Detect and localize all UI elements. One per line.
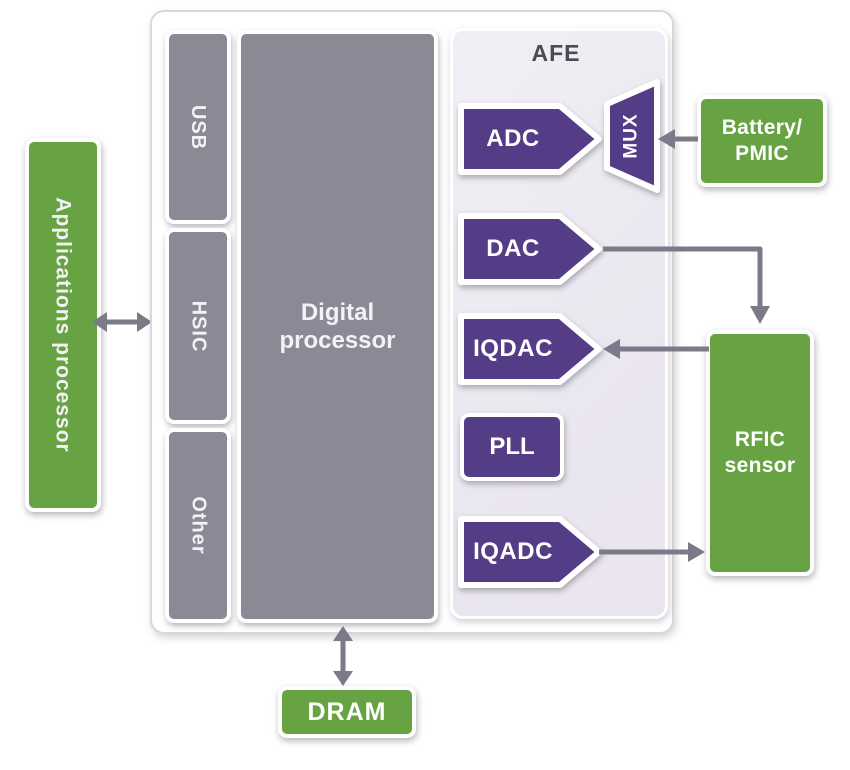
battery-pmic-label-line2: PMIC [735,142,789,165]
adc-label: ADC [486,125,540,152]
iqadc-label: IQADC [473,538,553,565]
battery-pmic-block: Battery/ PMIC [697,95,827,187]
arrow-dac-to-rfic-icon [601,240,775,330]
rfic-sensor-label-line1: RFIC [734,427,786,451]
digital-processor-label-line1: Digital [300,298,375,326]
dac-label: DAC [486,235,540,262]
mux-block: MUX [603,78,661,194]
applications-processor-label: Applications processor [52,197,76,453]
adc-block: ADC [456,101,604,177]
applications-processor-block: Applications processor [25,138,101,512]
battery-pmic-label-line1: Battery/ [721,115,803,139]
port-usb-label: USB [187,104,210,150]
digital-processor-block: Digital processor [237,30,438,623]
iqdac-label: IQDAC [473,335,553,362]
arrow-rfic-to-iqdac-icon [601,337,709,361]
iqdac-block: IQDAC [456,311,604,387]
arrow-battery-to-mux-icon [658,127,698,151]
port-usb-block: USB [165,30,231,224]
dram-block: DRAM [278,686,416,738]
arrow-apps-soc-bidirectional-icon [92,308,152,336]
dram-label: DRAM [307,697,387,726]
port-other-label: Other [187,496,210,555]
arrow-soc-dram-bidirectional-icon [329,626,357,686]
iqadc-block: IQADC [456,514,604,590]
rfic-sensor-block: RFIC sensor [706,330,814,576]
pll-label: PLL [489,433,535,460]
port-hsic-block: HSIC [165,228,231,424]
port-other-block: Other [165,428,231,623]
arrow-iqadc-to-rfic-icon [599,540,707,564]
digital-processor-label-line2: processor [279,326,396,354]
pll-block: PLL [460,413,564,481]
afe-title: AFE [531,40,581,66]
port-hsic-label: HSIC [187,300,210,352]
mux-label: MUX [620,113,642,159]
dac-block: DAC [456,211,604,287]
rfic-sensor-label-line2: sensor [724,454,796,477]
